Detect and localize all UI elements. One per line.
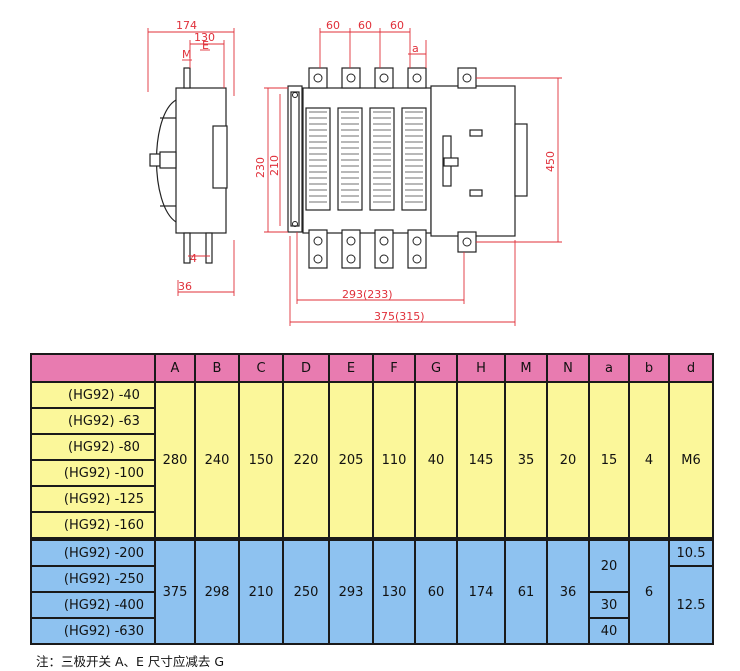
value-m: 35: [504, 381, 548, 540]
front-dimension-lines: [264, 28, 562, 326]
model-cell: (HG92) -200: [30, 537, 156, 567]
header-d-upper: D: [282, 353, 330, 383]
value-b-lower: 4: [628, 381, 670, 540]
dim-top-60-3: 60: [390, 19, 404, 32]
table-row: (HG92) -250 12.5: [30, 565, 714, 645]
value-d-lower-12-5: 12.5: [668, 565, 714, 645]
chute-slots: [309, 111, 423, 203]
dim-top-a: a: [412, 42, 419, 55]
dim-bottom-375: 375(315): [374, 310, 425, 323]
value-a: 375: [154, 537, 196, 645]
table-row: (HG92) -63: [30, 407, 713, 435]
header-d-lower: d: [668, 353, 714, 383]
value-a-lower-20: 20: [588, 537, 630, 593]
dim-side-174: 174: [176, 19, 197, 32]
value-f: 130: [372, 537, 416, 645]
value-b: 240: [194, 381, 240, 540]
value-d-lower: M6: [668, 381, 714, 540]
table-row: (HG92) -630 40: [30, 617, 713, 645]
value-b: 298: [194, 537, 240, 645]
header-b-upper: B: [194, 353, 240, 383]
terminal-holes: [292, 73, 472, 264]
dim-side-4: 4: [190, 252, 197, 265]
header-h: H: [456, 353, 506, 383]
value-a-lower: 15: [588, 381, 630, 540]
model-cell: (HG92) -80: [30, 433, 156, 461]
value-n: 20: [546, 381, 590, 540]
table-row: (HG92) -100: [30, 459, 713, 487]
dimension-table: A B C D E F G H M N a b d (HG92) -40 280…: [30, 353, 714, 645]
value-c: 210: [238, 537, 284, 645]
header-n: N: [546, 353, 590, 383]
footnote: 注：三极开关 A、E 尺寸应减去 G: [36, 654, 225, 669]
dim-side-36: 36: [178, 280, 192, 293]
header-c: C: [238, 353, 284, 383]
dim-side-130: 130: [194, 31, 215, 44]
table-row: (HG92) -160: [30, 511, 713, 540]
header-a-lower: a: [588, 353, 630, 383]
value-a-lower-40: 40: [588, 617, 630, 645]
header-e: E: [328, 353, 374, 383]
model-cell: (HG92) -630: [30, 617, 156, 645]
dim-top-60-1: 60: [326, 19, 340, 32]
model-cell: (HG92) -400: [30, 591, 156, 619]
dim-front-450: 450: [544, 151, 557, 172]
table-header-row: A B C D E F G H M N a b d: [30, 353, 714, 383]
front-view: [287, 67, 528, 269]
dim-side-m: M: [182, 48, 192, 61]
header-m: M: [504, 353, 548, 383]
table-row: (HG92) -200 375 298 210 250 293 130 60 1…: [30, 537, 714, 645]
header-model: [30, 353, 156, 383]
value-d: 220: [282, 381, 330, 540]
table-row: (HG92) -400 30: [30, 591, 713, 619]
value-h: 145: [456, 381, 506, 540]
model-cell: (HG92) -160: [30, 511, 156, 540]
model-cell: (HG92) -40: [30, 381, 156, 409]
value-n: 36: [546, 537, 590, 645]
header-a-upper: A: [154, 353, 196, 383]
value-h: 174: [456, 537, 506, 645]
value-m: 61: [504, 537, 548, 645]
dim-side-e: E: [202, 39, 209, 52]
value-c: 150: [238, 381, 284, 540]
table-row: (HG92) -125: [30, 485, 713, 513]
value-d: 250: [282, 537, 330, 645]
header-b-lower: b: [628, 353, 670, 383]
value-e: 205: [328, 381, 374, 540]
value-a: 280: [154, 381, 196, 540]
dim-top-60-2: 60: [358, 19, 372, 32]
model-cell: (HG92) -250: [30, 565, 156, 593]
model-cell: (HG92) -63: [30, 407, 156, 435]
side-view: [149, 67, 228, 264]
dim-bottom-293: 293(233): [342, 288, 393, 301]
model-cell: (HG92) -125: [30, 485, 156, 513]
value-d-lower-10-5: 10.5: [668, 537, 714, 567]
value-b-lower: 6: [628, 537, 670, 645]
value-g: 60: [414, 537, 458, 645]
model-cell: (HG92) -100: [30, 459, 156, 487]
value-g: 40: [414, 381, 458, 540]
value-f: 110: [372, 381, 416, 540]
value-a-lower-30: 30: [588, 591, 630, 619]
header-g: G: [414, 353, 458, 383]
dim-front-230: 230: [254, 157, 267, 178]
side-dimension-lines: [147, 28, 235, 296]
value-e: 293: [328, 537, 374, 645]
table-row: (HG92) -40 280 240 150 220 205 110 40 14…: [30, 381, 714, 540]
dimension-drawing: 174 130 E M 36 4: [147, 19, 562, 326]
header-f: F: [372, 353, 416, 383]
table-row: (HG92) -80: [30, 433, 713, 461]
dim-front-210: 210: [268, 155, 281, 176]
